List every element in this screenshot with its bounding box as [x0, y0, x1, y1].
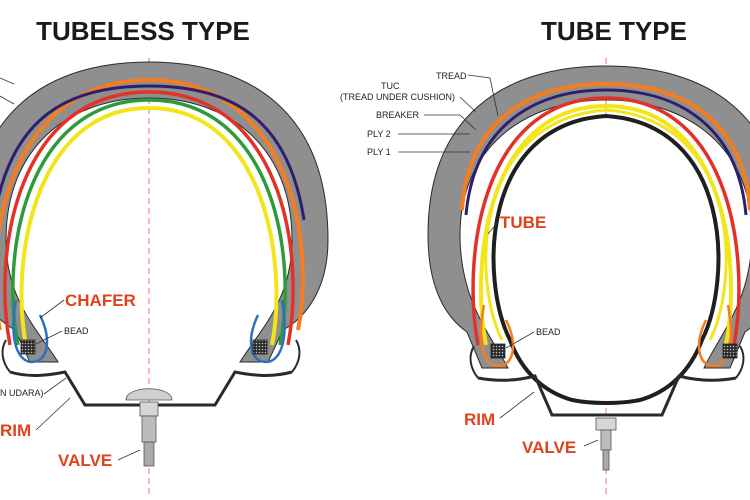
tube-type-ply1-layer: [479, 103, 733, 346]
tubeless-rim-label: RIM: [0, 421, 31, 440]
tubeless-partial-leader: [43, 377, 67, 395]
tubeless-diagram: TUBELESS TYPE CHAFER BEAD: [0, 16, 329, 495]
tube-label: TUBE: [500, 213, 546, 232]
tubeless-rim-leader: [35, 397, 71, 431]
tube-type-tuc-layer: [460, 81, 750, 211]
ply1-label: PLY 1: [367, 147, 391, 157]
tubeless-right-bead-wrap: [249, 299, 286, 364]
tuc-label: TUC: [381, 81, 400, 91]
tubeless-left-bead: [20, 339, 36, 355]
tubeless-valve-label: VALVE: [58, 451, 112, 470]
tube-type-right-bead-wrap: [697, 304, 733, 368]
tube-type-rim-leader: [499, 391, 535, 419]
tubeless-title: TUBELESS TYPE: [36, 16, 250, 46]
tube-type-right-bead: [722, 343, 738, 359]
tubeless-rim-flange-left: [1, 339, 11, 373]
tubeless-valve-icon: [125, 388, 173, 467]
tubeless-left-bead-wrap: [12, 299, 49, 364]
tube-type-rim-flange-right: [735, 345, 745, 379]
ply2-label: PLY 2: [367, 129, 391, 139]
tubeless-partial-label: N UDARA): [0, 388, 44, 398]
tube-type-tread-body: [427, 65, 750, 369]
tube-type-ply2-layer: [471, 96, 741, 346]
tuc-leader: [459, 96, 477, 113]
chafer-label: CHAFER: [65, 291, 136, 310]
tube-type-left-bead-wrap: [479, 304, 515, 368]
tread-leader: [467, 74, 499, 117]
tube-type-diagram: TUBE TYPE TREAD TUC (TREAD UNDER CUSH: [340, 16, 750, 495]
tube-type-breaker-layer: [464, 88, 748, 216]
tube-type-valve-icon: [595, 417, 617, 471]
tube-type-tube-liner: [484, 108, 728, 341]
tube-type-bead-label: BEAD: [536, 327, 561, 337]
tube-type-rim: [477, 374, 737, 417]
tubeless-right-bead: [252, 339, 268, 355]
tubeless-inner-liner: [19, 105, 279, 346]
tube-type-bead-leader: [505, 331, 535, 349]
tubeless-cut-leader-1: [0, 77, 15, 85]
chafer-leader: [39, 299, 65, 319]
tread-label: TREAD: [436, 71, 467, 81]
tube-type-rim-flange-left: [469, 345, 479, 379]
tubeless-cut-leader-2: [0, 95, 15, 105]
tubeless-bead-leader: [35, 330, 63, 345]
breaker-leader: [424, 114, 477, 131]
tubeless-bead-label: BEAD: [64, 326, 89, 336]
tube-type-rim-label: RIM: [464, 410, 495, 429]
tube-type-tube: [491, 113, 721, 405]
breaker-label: BREAKER: [376, 110, 420, 120]
tube-type-title: TUBE TYPE: [541, 16, 687, 46]
tubeless-valve-leader: [117, 449, 141, 461]
tubeless-ply1-layer: [11, 98, 287, 346]
tube-leader: [487, 221, 499, 235]
tube-type-valve-label: VALVE: [522, 438, 576, 457]
tube-type-left-bead: [490, 343, 506, 359]
tubeless-breaker-layer: [0, 84, 306, 221]
tubeless-tuc-layer: [0, 77, 305, 331]
tubeless-rim-flange-right: [291, 339, 301, 373]
tube-type-valve-leader: [583, 439, 599, 447]
tuc-full-label: (TREAD UNDER CUSHION): [340, 92, 455, 102]
tubeless-ply2-layer: [3, 90, 295, 346]
